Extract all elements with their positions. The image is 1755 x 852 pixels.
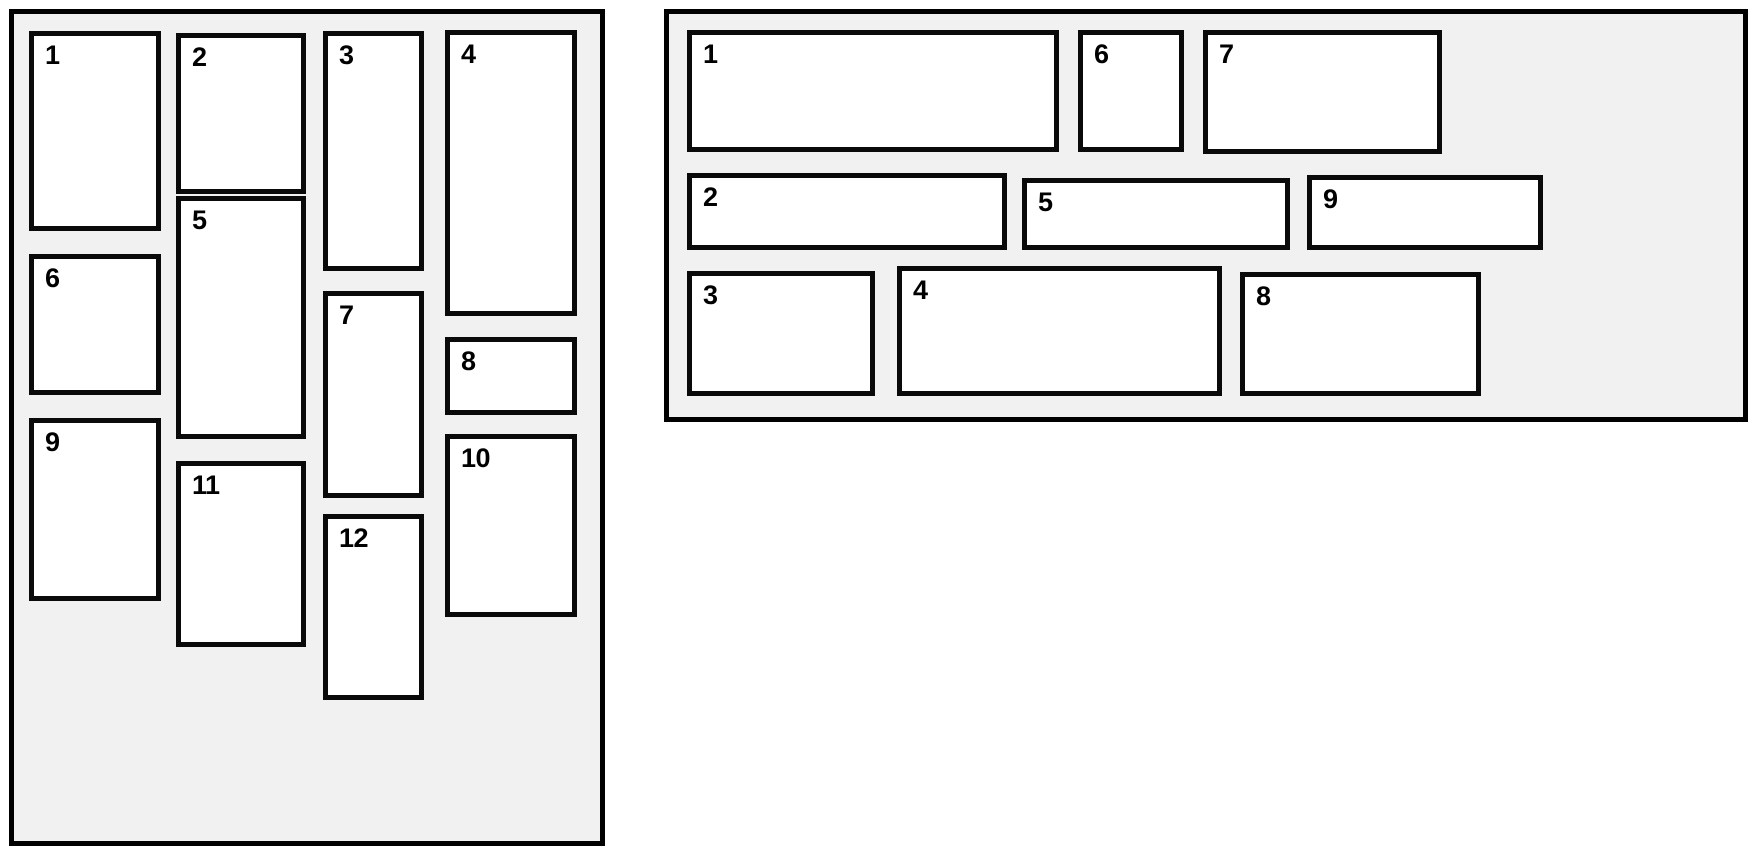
region-box-1[interactable]: 1 bbox=[29, 31, 161, 231]
region-box-2[interactable]: 2 bbox=[687, 173, 1007, 250]
region-box-6[interactable]: 6 bbox=[29, 254, 161, 395]
region-box-3[interactable]: 3 bbox=[687, 271, 875, 396]
region-box-4[interactable]: 4 bbox=[445, 30, 577, 316]
region-box-2[interactable]: 2 bbox=[176, 33, 306, 194]
region-box-label: 8 bbox=[461, 346, 476, 376]
region-box-label: 11 bbox=[192, 470, 220, 500]
region-box-label: 7 bbox=[339, 300, 354, 330]
region-box-label: 6 bbox=[45, 263, 60, 293]
region-box-label: 6 bbox=[1094, 39, 1109, 69]
region-box-label: 9 bbox=[1323, 184, 1338, 214]
region-box-7[interactable]: 7 bbox=[323, 291, 424, 498]
region-box-label: 5 bbox=[1038, 187, 1053, 217]
region-box-5[interactable]: 5 bbox=[1022, 178, 1290, 250]
region-box-8[interactable]: 8 bbox=[1240, 272, 1481, 396]
region-box-8[interactable]: 8 bbox=[445, 337, 577, 415]
region-box-label: 3 bbox=[703, 280, 718, 310]
region-box-5[interactable]: 5 bbox=[176, 196, 306, 439]
region-box-label: 4 bbox=[461, 39, 476, 69]
region-box-7[interactable]: 7 bbox=[1203, 30, 1442, 154]
region-box-label: 3 bbox=[339, 40, 354, 70]
region-box-label: 12 bbox=[339, 523, 369, 553]
region-box-1[interactable]: 1 bbox=[687, 30, 1059, 152]
region-box-4[interactable]: 4 bbox=[897, 266, 1222, 396]
region-box-label: 10 bbox=[461, 443, 491, 473]
region-box-label: 4 bbox=[913, 275, 928, 305]
region-box-label: 1 bbox=[703, 39, 718, 69]
region-box-9[interactable]: 9 bbox=[1307, 175, 1543, 250]
region-box-12[interactable]: 12 bbox=[323, 514, 424, 700]
region-box-label: 9 bbox=[45, 427, 60, 457]
region-box-9[interactable]: 9 bbox=[29, 418, 161, 601]
region-box-10[interactable]: 10 bbox=[445, 434, 577, 617]
region-box-label: 2 bbox=[192, 42, 207, 72]
region-box-label: 8 bbox=[1256, 281, 1271, 311]
region-box-3[interactable]: 3 bbox=[323, 31, 424, 271]
region-box-label: 1 bbox=[45, 40, 60, 70]
region-box-6[interactable]: 6 bbox=[1078, 30, 1184, 152]
region-box-label: 7 bbox=[1219, 39, 1234, 69]
region-box-label: 2 bbox=[703, 182, 718, 212]
region-box-label: 5 bbox=[192, 205, 207, 235]
region-box-11[interactable]: 11 bbox=[176, 461, 306, 647]
